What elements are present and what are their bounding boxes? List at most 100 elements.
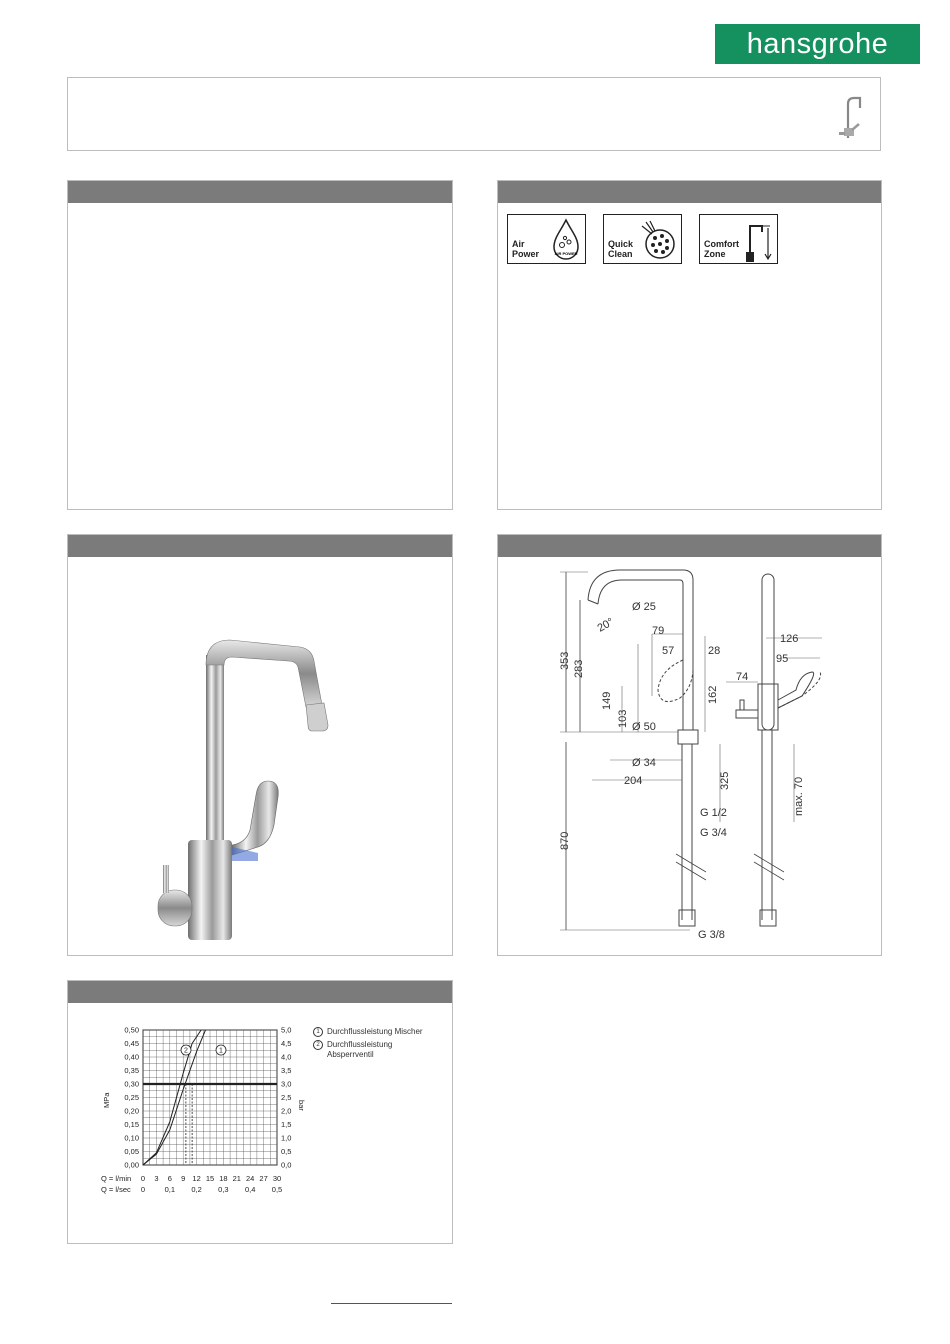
quick-clean-icon xyxy=(641,220,675,259)
svg-text:204: 204 xyxy=(624,775,642,787)
y-right-tick-label: 5,0 xyxy=(281,1026,291,1035)
svg-text:G 1/2: G 1/2 xyxy=(700,807,727,819)
legend-item: 2 Durchflussleistung Absperrventil xyxy=(313,1040,423,1060)
panel-header xyxy=(68,181,452,203)
y-tick-label: 0,00 xyxy=(124,1161,139,1170)
description-panel xyxy=(67,180,453,510)
panel-header xyxy=(68,535,452,557)
y-tick-label: 0,10 xyxy=(124,1134,139,1143)
svg-text:103: 103 xyxy=(617,710,629,728)
x-tick-label: 0,2 xyxy=(191,1185,201,1194)
x-tick-label: 27 xyxy=(259,1174,267,1183)
right-unit-label: bar xyxy=(297,1100,305,1111)
y-tick-label: 0,35 xyxy=(124,1066,139,1075)
y-right-tick-label: 3,5 xyxy=(281,1066,291,1075)
svg-text:20°: 20° xyxy=(596,616,616,635)
product-image-panel xyxy=(67,534,453,956)
x-tick-label: 0,5 xyxy=(272,1185,282,1194)
y-tick-label: 0,50 xyxy=(124,1026,139,1035)
curve-label-1: 1 xyxy=(215,1044,227,1056)
svg-text:AIR POWER: AIR POWER xyxy=(554,251,577,256)
product-title-box xyxy=(67,77,881,151)
y-right-tick-label: 0,5 xyxy=(281,1147,291,1156)
svg-text:79: 79 xyxy=(652,625,664,637)
y-right-tick-label: 0,0 xyxy=(281,1161,291,1170)
y-tick-label: 0,20 xyxy=(124,1107,139,1116)
y-tick-label: 0,25 xyxy=(124,1093,139,1102)
svg-text:74: 74 xyxy=(736,671,748,683)
svg-text:162: 162 xyxy=(707,686,719,704)
front-dimensions: 353 283 20° Ø 25 79 57 28 149 103 162 Ø … xyxy=(559,601,725,941)
x-tick-label: 24 xyxy=(246,1174,254,1183)
footer-rule xyxy=(331,1303,452,1304)
svg-text:95: 95 xyxy=(776,653,788,665)
x-tick-label: 0 xyxy=(141,1174,145,1183)
svg-text:Ø 34: Ø 34 xyxy=(632,757,656,769)
x-lsec-label: Q = l/sec xyxy=(101,1185,131,1194)
svg-text:Ø 25: Ø 25 xyxy=(632,601,656,613)
svg-text:2: 2 xyxy=(184,1048,188,1055)
y-tick-label: 0,15 xyxy=(124,1120,139,1129)
y-right-tick-label: 2,0 xyxy=(281,1107,291,1116)
x-lmin-label: Q = l/min xyxy=(101,1174,131,1183)
technical-drawing-panel xyxy=(497,534,882,956)
y-tick-label: 0,30 xyxy=(124,1080,139,1089)
y-tick-label: 0,45 xyxy=(124,1039,139,1048)
comfort-zone-icon xyxy=(746,225,772,262)
svg-text:G 3/4: G 3/4 xyxy=(700,827,727,839)
features-panel xyxy=(497,180,882,510)
svg-text:1: 1 xyxy=(219,1048,223,1055)
x-tick-label: 0,1 xyxy=(165,1185,175,1194)
x-tick-label: 0,4 xyxy=(245,1185,255,1194)
x-tick-label: 21 xyxy=(233,1174,241,1183)
series-line xyxy=(142,1029,206,1166)
faucet-thumbnail-icon xyxy=(839,96,862,138)
x-tick-label: 3 xyxy=(154,1174,158,1183)
svg-text:126: 126 xyxy=(780,633,798,645)
x-tick-label: 9 xyxy=(181,1174,185,1183)
hansgrohe-logo: hansgrohe xyxy=(715,24,920,64)
y-right-tick-label: 4,0 xyxy=(281,1053,291,1062)
svg-text:57: 57 xyxy=(662,645,674,657)
svg-text:870: 870 xyxy=(559,832,571,850)
flow-chart-panel xyxy=(67,980,453,1244)
x-tick-label: 30 xyxy=(273,1174,281,1183)
series-line xyxy=(142,1029,202,1166)
panel-header xyxy=(498,181,881,203)
faucet-product-image xyxy=(157,639,329,940)
y-right-tick-label: 1,5 xyxy=(281,1120,291,1129)
y-tick-label: 0,05 xyxy=(124,1147,139,1156)
svg-text:28: 28 xyxy=(708,645,720,657)
flow-rate-chart: 0,500,450,400,350,300,250,200,150,100,05… xyxy=(101,1026,305,1195)
technical-drawing: 353 283 20° Ø 25 79 57 28 149 103 162 Ø … xyxy=(559,569,822,941)
svg-text:353: 353 xyxy=(559,652,571,670)
left-unit-label: MPa xyxy=(102,1092,111,1108)
svg-text:max. 70: max. 70 xyxy=(793,777,805,816)
svg-text:Ø 50: Ø 50 xyxy=(632,721,656,733)
y-right-tick-label: 2,5 xyxy=(281,1093,291,1102)
flow-chart-legend: 1 Durchflussleistung Mischer 2 Durchflus… xyxy=(313,1027,423,1063)
y-right-tick-label: 4,5 xyxy=(281,1039,291,1048)
y-right-tick-label: 1,0 xyxy=(281,1134,291,1143)
panel-header xyxy=(68,981,452,1003)
y-tick-label: 0,40 xyxy=(124,1053,139,1062)
x-tick-label: 12 xyxy=(192,1174,200,1183)
x-tick-label: 0 xyxy=(141,1185,145,1194)
svg-text:325: 325 xyxy=(719,772,731,790)
x-tick-label: 15 xyxy=(206,1174,214,1183)
x-tick-label: 0,3 xyxy=(218,1185,228,1194)
svg-text:G 3/8: G 3/8 xyxy=(698,929,725,941)
legend-item: 1 Durchflussleistung Mischer xyxy=(313,1027,423,1037)
side-dimensions: 126 95 74 325 max. 70 G 1/2 G 3/4 xyxy=(700,633,805,839)
curve-label-2: 2 xyxy=(180,1044,192,1056)
air-drop-icon: AIR POWER xyxy=(553,218,579,260)
x-tick-label: 18 xyxy=(219,1174,227,1183)
panel-header xyxy=(498,535,881,557)
svg-text:283: 283 xyxy=(573,660,585,678)
x-tick-label: 6 xyxy=(168,1174,172,1183)
y-right-tick-label: 3,0 xyxy=(281,1080,291,1089)
svg-text:149: 149 xyxy=(601,692,613,710)
